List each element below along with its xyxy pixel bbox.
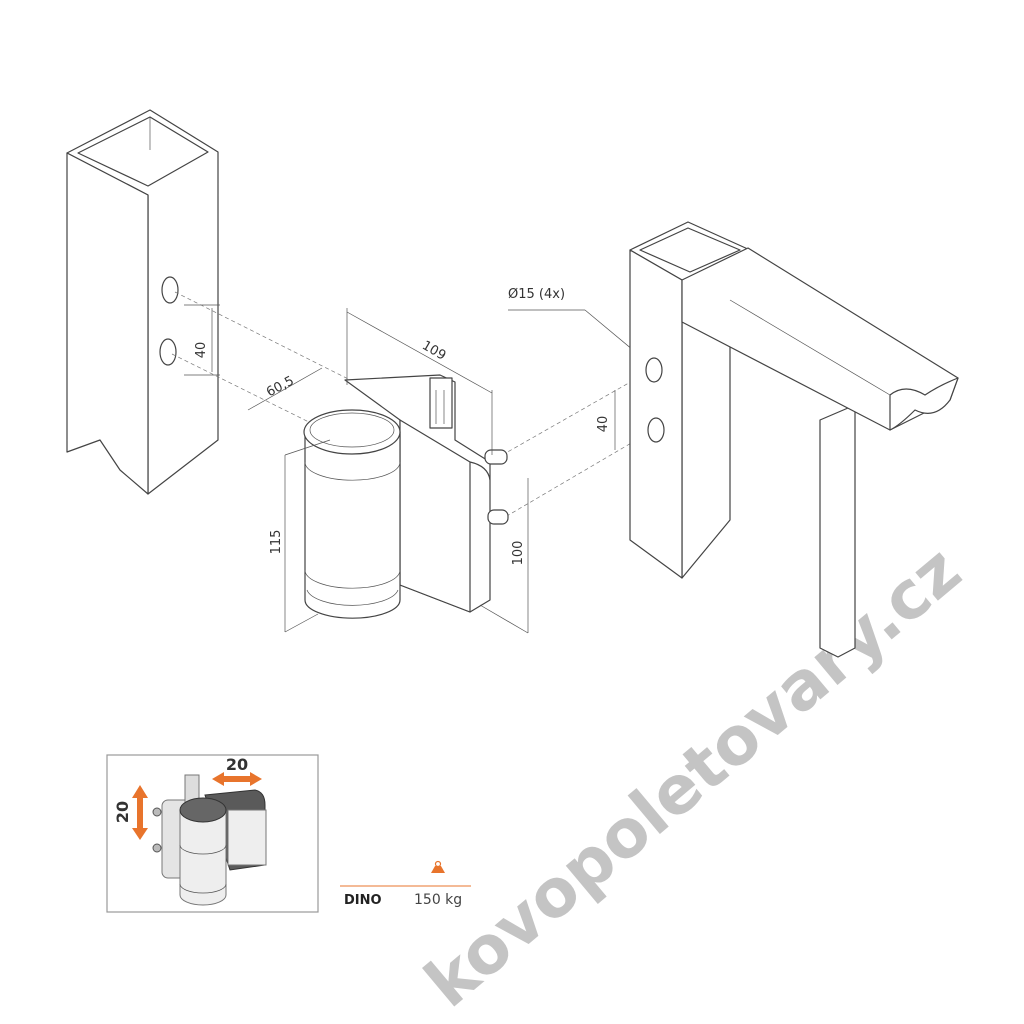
weight-icon	[431, 860, 445, 873]
model-name: DINO	[344, 893, 382, 908]
vertical-arrow-icon	[132, 785, 148, 840]
gate-hole-upper	[645, 357, 663, 383]
post-hole-upper	[161, 276, 179, 304]
dim-height-cylinder: 115	[269, 530, 284, 555]
vertical-adjust-label: 20	[113, 801, 132, 823]
load-capacity: 150 kg	[414, 892, 462, 908]
dim-hole-diameter: Ø15 (4x)	[508, 287, 565, 302]
dim-hole-spacing-gate: 40	[596, 416, 611, 433]
dim-height-body: 100	[511, 541, 526, 566]
dimension-lines	[247, 308, 646, 634]
adjustment-inset: 20 20	[106, 754, 319, 913]
horizontal-adjust-label: 20	[226, 755, 248, 774]
load-table: DINO 150 kg	[340, 860, 471, 908]
post-hole-lower	[159, 338, 177, 366]
dim-depth: 60,5	[264, 373, 297, 400]
hinge	[303, 374, 509, 619]
dim-hole-spacing-post: 40	[194, 342, 209, 359]
horizontal-arrow-icon	[212, 772, 262, 786]
gate-frame	[629, 221, 959, 658]
gate-hole-lower	[647, 417, 665, 443]
watermark: kovopoletovary.cz	[411, 531, 976, 1022]
dim-width: 109	[419, 338, 448, 363]
left-post	[66, 109, 220, 495]
mounting-axes	[171, 291, 651, 521]
